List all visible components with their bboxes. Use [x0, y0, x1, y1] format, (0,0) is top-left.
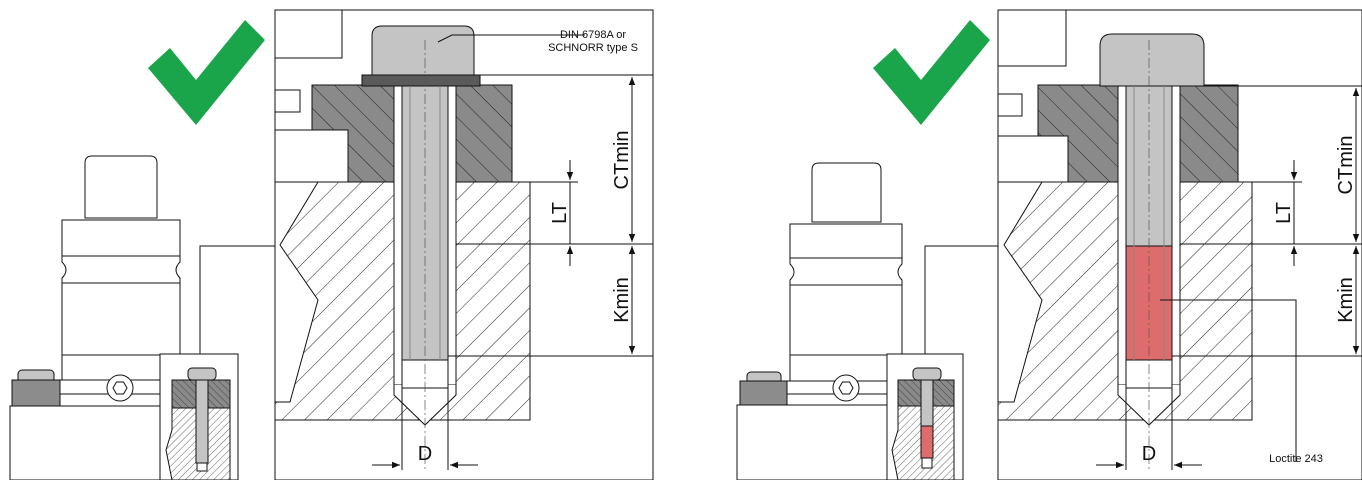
washer-label-line2: SCHNORR type S: [548, 42, 638, 54]
bolt-head: [1099, 33, 1205, 87]
panel-right: CTmin LT Kmin D Loctite 243: [736, 9, 1362, 481]
adhesive-leader: [1160, 299, 1297, 462]
check-mark-icon: [873, 20, 990, 125]
k-dimension-label: Kmin: [1335, 277, 1357, 323]
bolt-head: [371, 25, 475, 76]
leader-line: [924, 245, 998, 354]
lt-dimension-label: LT: [549, 202, 571, 224]
washer: [361, 74, 481, 87]
d-dimension-label: D: [1142, 443, 1156, 465]
k-dimension-label: Kmin: [611, 277, 633, 323]
panel-left: DIN 6798A or SCHNORR type S CTmin LT Kmi…: [9, 9, 654, 481]
washer-leader: [437, 34, 585, 43]
lt-dimension-label: LT: [1273, 202, 1295, 224]
overview-inset: [886, 353, 964, 481]
d-dimension-label: D: [418, 443, 432, 465]
adhesive-label: Loctite 243: [1269, 453, 1323, 465]
ct-dimension-label: CTmin: [611, 131, 633, 190]
overview-inset: [159, 353, 239, 481]
washer-label-line1: DIN 6798A or: [560, 29, 626, 41]
ct-dimension-label: CTmin: [1335, 136, 1357, 195]
leader-line: [199, 245, 275, 354]
overview-clamp: [736, 162, 903, 481]
check-mark-icon: [148, 20, 265, 125]
overview-clamp: [9, 155, 181, 481]
